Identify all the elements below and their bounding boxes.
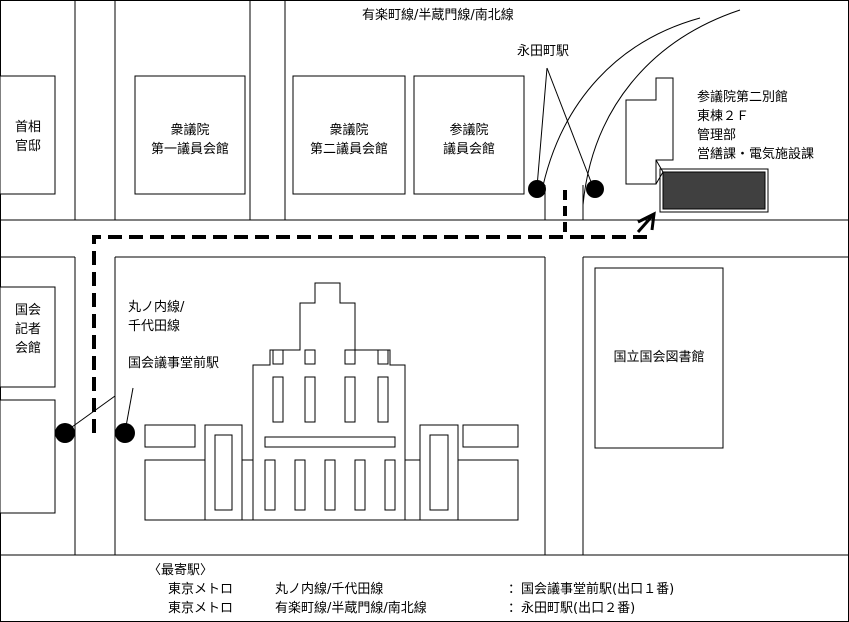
- kisha-kaikan-label: 国会 記者 会館: [14, 303, 41, 356]
- library-label: 国立国会図書館: [613, 350, 705, 365]
- shugiin-1-building: [134, 75, 246, 195]
- legend-row-2-lines: 有楽町線/半蔵門線/南北線: [275, 601, 427, 616]
- nagatacho-station-label: 永田町駅: [517, 44, 570, 59]
- kokkai-exit-2: [115, 423, 135, 443]
- sangiin-kaikan-building: [413, 75, 525, 195]
- sangiin-annex-building: [625, 77, 674, 185]
- shugiin-1-label: 衆議院 第一議員会館: [150, 123, 229, 157]
- top-lines-label: 有楽町線/半蔵門線/南北線: [362, 8, 514, 23]
- destination-label: 参議院第二別館 東棟２Ｆ 管理部 営繕課・電気施設課: [697, 90, 815, 162]
- diet-building: [144, 282, 519, 521]
- street-lines: [0, 0, 849, 556]
- destination-building: [662, 171, 766, 210]
- west-lower-building: [0, 399, 56, 514]
- legend-operator: 東京メトロ: [168, 582, 234, 597]
- kantei-building: [0, 75, 56, 195]
- kokkai-exit-1: [55, 423, 75, 443]
- shugiin-2-building: [292, 75, 406, 195]
- library-building: [594, 267, 724, 449]
- kantei-label: 首相 官邸: [14, 120, 41, 154]
- sangiin-kaikan-label: 参議院 議員会館: [442, 123, 495, 157]
- shugiin-2-label: 衆議院 第二議員会館: [309, 123, 388, 157]
- kokkai-station-label: 国会議事堂前駅: [128, 356, 220, 371]
- legend-row-2-station: ：永田町駅(出口２番): [508, 601, 636, 616]
- kisha-kaikan-building: [0, 286, 56, 388]
- nagatacho-exit-1: [528, 180, 546, 198]
- legend-operator: 東京メトロ: [168, 601, 234, 616]
- legend-row-1-lines: 丸ノ内線/千代田線: [275, 582, 384, 597]
- legend-row-2: 東京メトロ: [168, 599, 233, 618]
- legend-row-1-station: ：国会議事堂前駅(出口１番): [508, 582, 675, 597]
- walking-route: [92, 235, 650, 433]
- legend-title: 〈最寄駅〉: [148, 563, 214, 578]
- marunouchi-lines-label: 丸ノ内線/ 千代田線: [128, 300, 185, 334]
- subway-curves: [540, 9, 741, 206]
- nagatacho-exit-2: [586, 180, 604, 198]
- legend-row-1: 東京メトロ: [168, 580, 233, 599]
